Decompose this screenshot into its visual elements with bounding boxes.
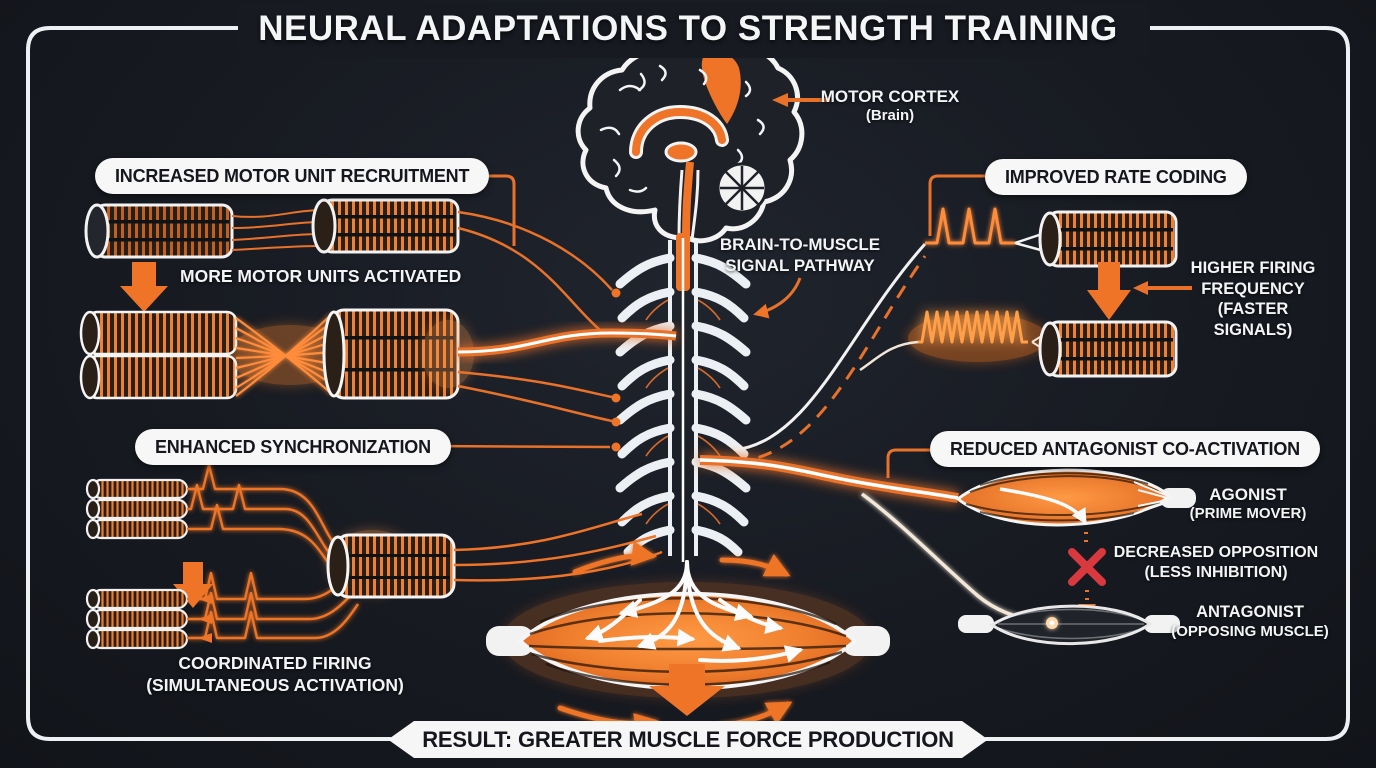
motor-cortex-region — [701, 52, 741, 124]
down-arrow-icon — [120, 262, 168, 312]
label-pathway: BRAIN-TO-MUSCLE SIGNAL PATHWAY — [719, 235, 881, 276]
higher-firing-arrow-icon — [1133, 281, 1192, 295]
label-decreased-opposition: DECREASED OPPOSITION (LESS INHIBITION) — [1113, 544, 1319, 581]
cerebellum — [716, 162, 768, 214]
title-backplate — [238, 2, 1150, 58]
label-more-motor-units: MORE MOTOR UNITS ACTIVATED — [180, 266, 462, 286]
down-arrow-icon — [173, 562, 213, 608]
recruitment-illustration — [79, 174, 677, 427]
heading-reduced-antagonist: REDUCED ANTAGONIST CO-ACTIVATION — [930, 431, 1320, 467]
label-coordinated-firing: COORDINATED FIRING (SIMULTANEOUS ACTIVAT… — [146, 653, 404, 695]
page-title: NEURAL ADAPTATIONS TO STRENGTH TRAINING — [258, 9, 1118, 48]
red-x-icon — [1068, 548, 1106, 586]
heading-synchronization: ENHANCED SYNCHRONIZATION — [135, 429, 451, 465]
result-banner: RESULT: GREATER MUSCLE FORCE PRODUCTION — [388, 721, 988, 758]
label-motor-cortex: MOTOR CORTEX (Brain) — [820, 87, 960, 125]
heading-rate-coding: IMPROVED RATE CODING — [985, 159, 1247, 195]
heading-recruitment: INCREASED MOTOR UNIT RECRUITMENT — [95, 158, 490, 194]
pathway-arrow-icon — [753, 277, 802, 319]
rate-coding-illustration — [734, 174, 1192, 464]
force-muscle-illustration — [486, 541, 890, 738]
spinal-cord-illustration — [615, 233, 751, 562]
antagonist-illustration — [699, 448, 1196, 646]
label-antagonist: ANTAGONIST (OPPOSING MUSCLE) — [1171, 603, 1329, 640]
label-higher-firing: HIGHER FIRING FREQUENCY (FASTER SIGNALS) — [1190, 259, 1316, 339]
brain-illustration — [575, 40, 805, 244]
motor-cortex-arrow-icon — [772, 93, 830, 107]
frame-border — [26, 26, 1350, 741]
synchronization-illustration — [85, 442, 663, 650]
down-arrow-icon — [1087, 262, 1131, 320]
force-down-arrow-icon — [649, 664, 725, 716]
label-agonist: AGONIST (PRIME MOVER) — [1189, 485, 1307, 523]
